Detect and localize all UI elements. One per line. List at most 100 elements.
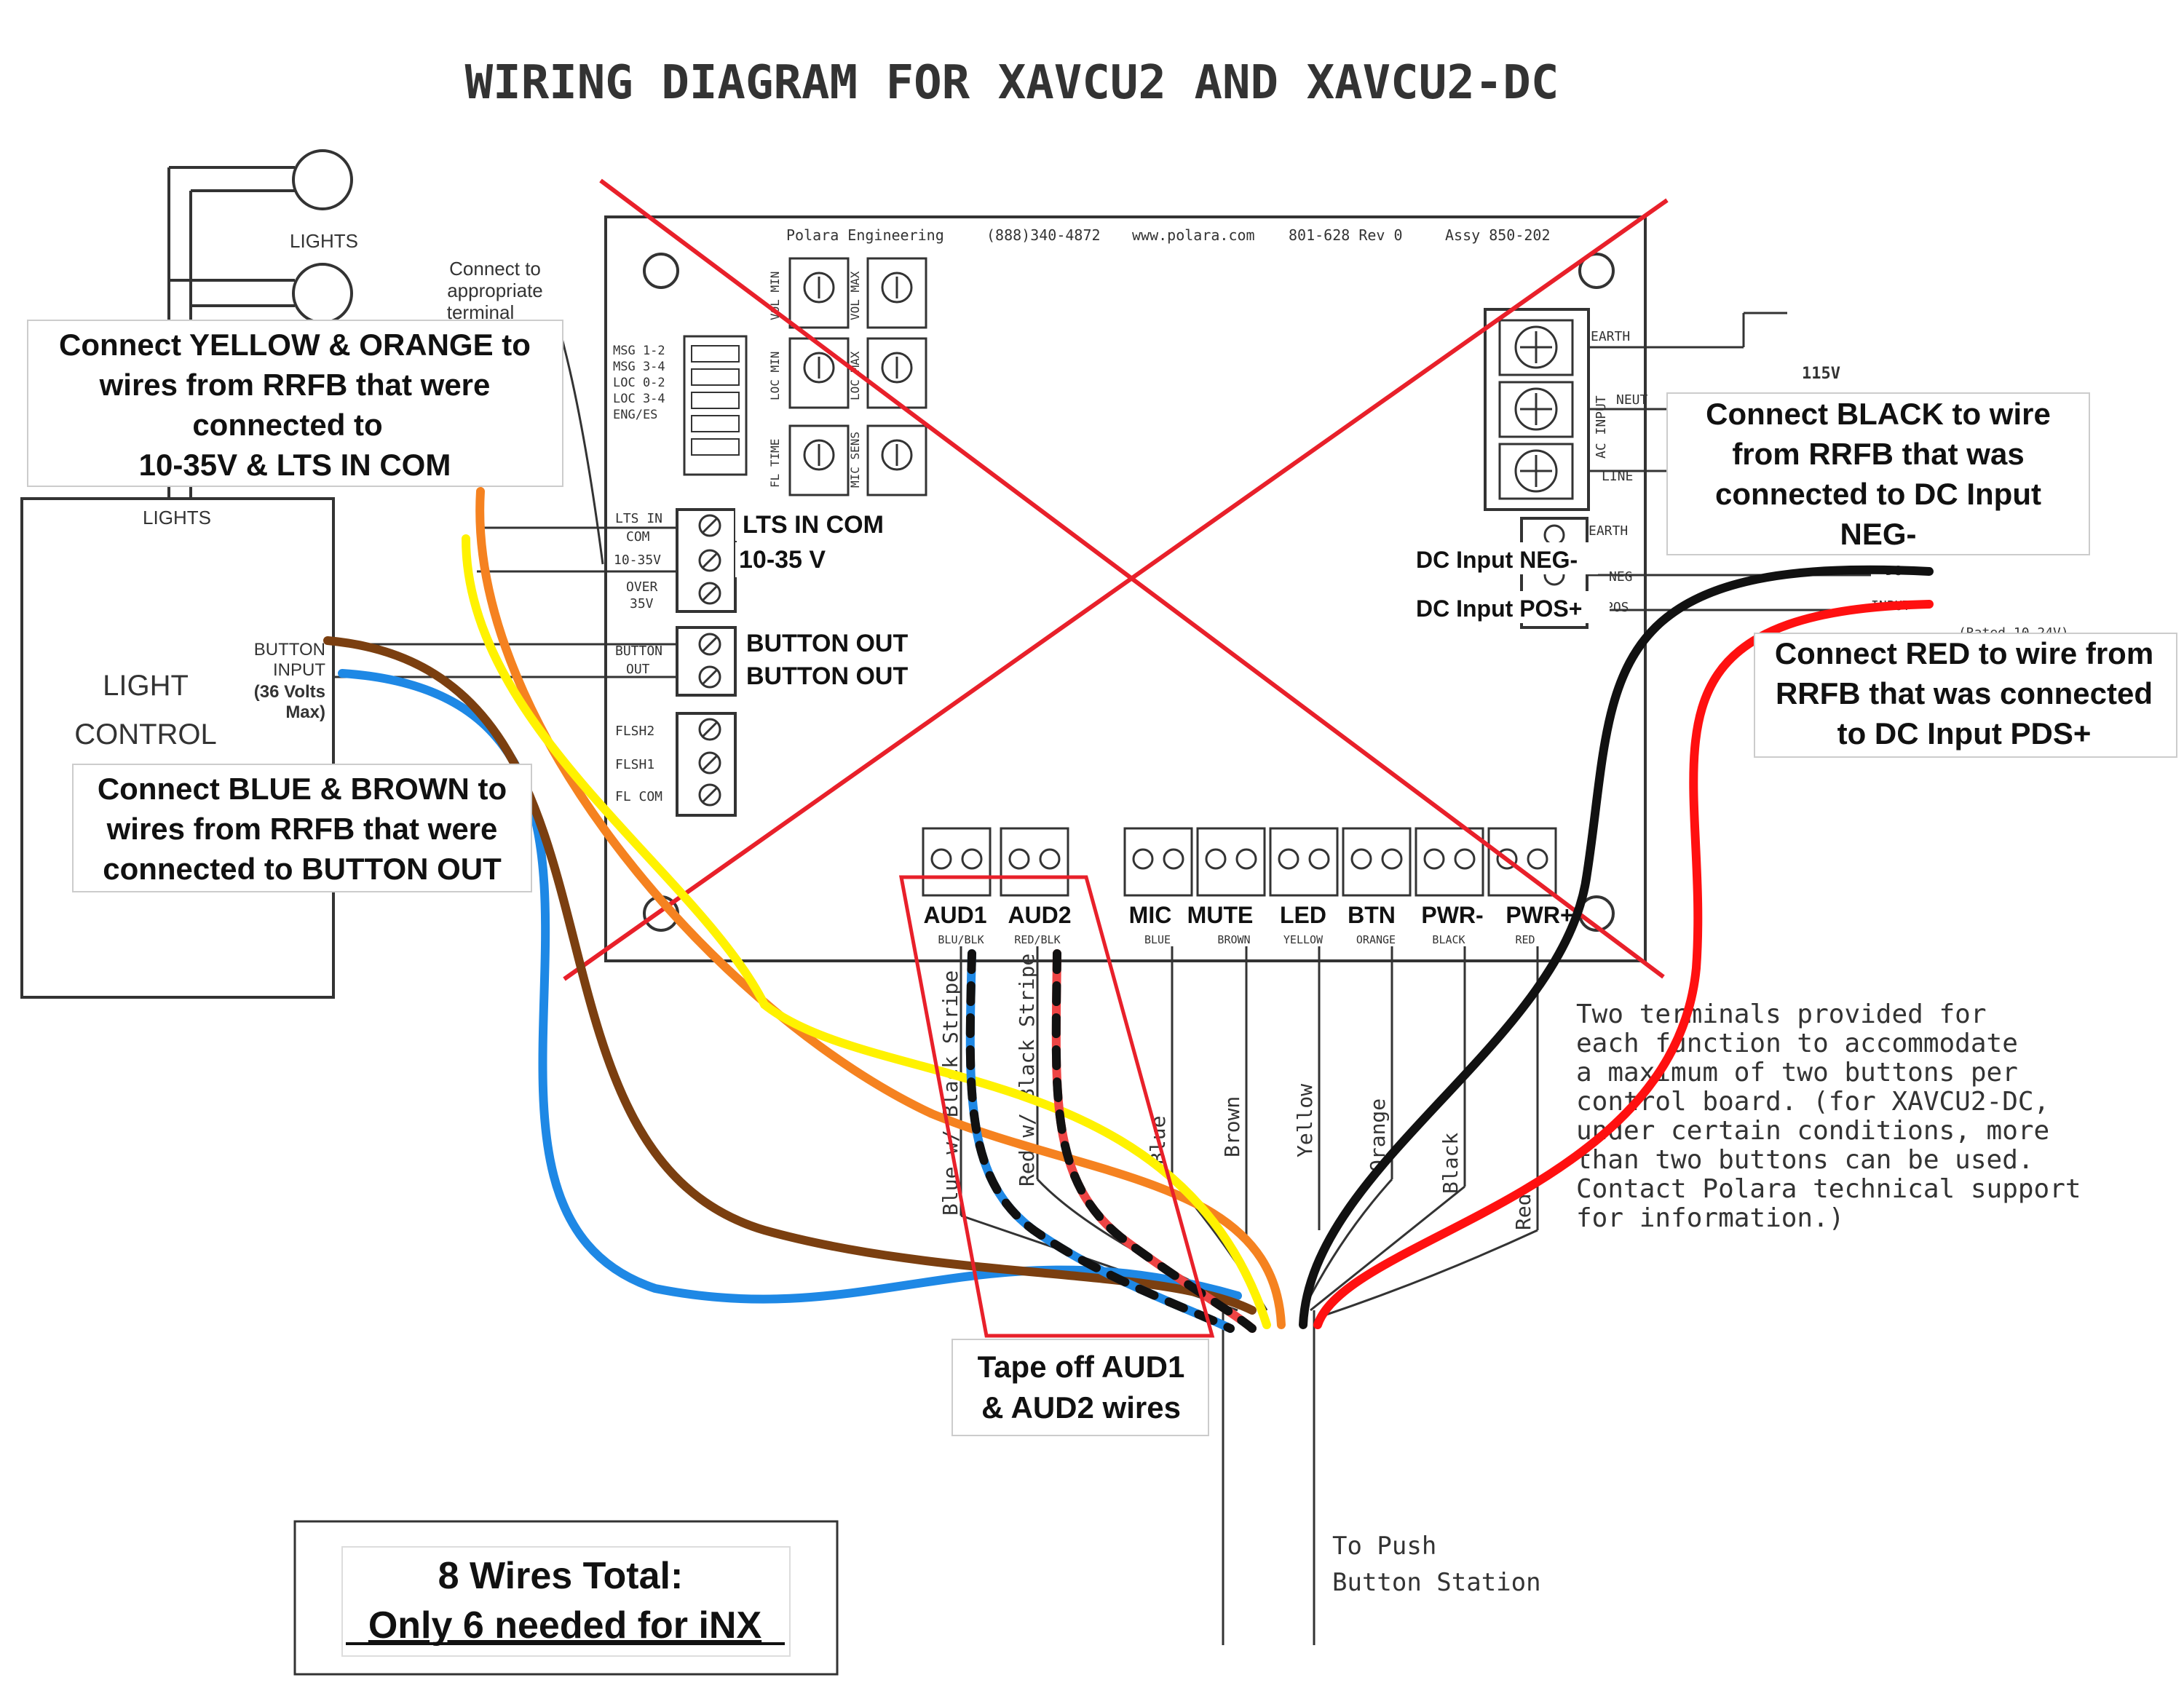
terminal-sublabel: BLUE	[1144, 933, 1171, 946]
callout-dc-pos: DC Input POS+	[1409, 591, 1610, 623]
terminal-sublabel: BROWN	[1217, 933, 1250, 946]
lights-label-box: LIGHTS	[143, 507, 211, 528]
terminal-btn	[1342, 827, 1412, 897]
terminal-sublabel: BLU/BLK	[938, 933, 984, 946]
terminal-label-mute: MUTE	[1187, 902, 1254, 928]
wire-black	[1299, 565, 1934, 1329]
terminal-sublabel: YELLOW	[1283, 933, 1324, 946]
callout-small: DC Input POS+	[1416, 595, 1582, 622]
button-input-line: (36 Volts	[254, 682, 325, 702]
terminal-sublabel: BLACK	[1432, 933, 1465, 946]
wire-orange	[475, 487, 1286, 1329]
terminal-label-aud2: AUD2	[1008, 902, 1071, 928]
callout-small: DC Input NEG-	[1416, 547, 1578, 573]
wire-aud1-black-stripe	[965, 949, 1235, 1333]
volt-label: 115V	[1802, 365, 1840, 383]
wire-label: Yellow	[1293, 1084, 1317, 1157]
terminal-label: BUTTON	[615, 643, 662, 659]
terminal-label: COM	[626, 529, 650, 544]
wire-yellow	[462, 534, 1271, 1329]
note-line: Two terminals provided for	[1576, 999, 1987, 1029]
total-line-1: 8 Wires Total:	[438, 1555, 684, 1597]
callout-red: Connect RED to wire from RRFB that was c…	[1754, 633, 2177, 758]
terminal-label-mic: MIC	[1129, 902, 1172, 928]
button-input-line: Max)	[285, 702, 325, 722]
button-input-line: INPUT	[273, 660, 325, 680]
pot-label: VOL MAX	[848, 271, 862, 320]
terminal-label: EARTH	[1591, 329, 1630, 344]
wire-brown	[323, 636, 1257, 1315]
terminal-sublabel: ORANGE	[1356, 933, 1396, 946]
terminal-label: FLSH1	[615, 757, 654, 772]
terminal-label: AC INPUT	[1594, 395, 1609, 459]
callout-small: BUTTON OUT	[746, 662, 908, 690]
note-line: each function to accommodate	[1576, 1029, 2018, 1058]
light-control-name-1: LIGHT	[103, 670, 189, 702]
callout-lts-in-com: LTS IN COM	[735, 506, 894, 541]
callout-line: RRFB that was connected	[1776, 676, 2153, 710]
terminal-mic	[1123, 827, 1193, 897]
connect-note-line: appropriate	[447, 280, 543, 301]
terminal-flash: FLSH2 FLSH1 FL COM	[615, 712, 737, 817]
two-terminals-note: Two terminals provided for each function…	[1576, 999, 2081, 1233]
wire-red	[1313, 600, 1934, 1329]
callout-small: 10-35 V	[739, 546, 826, 574]
callout-line: to DC Input PDS+	[1837, 716, 2092, 751]
bottom-terminal-labels: AUD1 AUD2 MIC MUTE LED BTN PWR- PWR+	[923, 902, 1573, 928]
terminal-label-btn: BTN	[1348, 902, 1396, 928]
callout-tape: Tape off AUD1 & AUD2 wires	[951, 1339, 1209, 1436]
dip-label: LOC 0-2	[613, 376, 665, 390]
callout-line: & AUD2 wires	[981, 1390, 1181, 1425]
note-line: Contact Polara technical support	[1576, 1174, 2081, 1204]
callout-blue-brown: Connect BLUE & BROWN to wires from RRFB …	[72, 764, 532, 892]
terminal-aud2	[1000, 827, 1069, 897]
note-line: under certain conditions, more	[1576, 1116, 2049, 1146]
push-station-label: To Push Button Station	[1332, 1532, 1541, 1597]
dip-label: LOC 3-4	[613, 392, 665, 406]
terminal-label: NEG	[1609, 569, 1633, 585]
board-header-item: www.polara.com	[1132, 226, 1255, 244]
pot	[788, 337, 850, 409]
terminal-sublabel: RED	[1515, 933, 1535, 946]
terminal-lts: LTS IN COM 10-35V OVER 35V	[614, 508, 737, 613]
callout-line: Connect BLACK to wire	[1706, 397, 2051, 431]
callout-yellow-orange: Connect YELLOW & ORANGE to wires from RR…	[27, 320, 563, 487]
mount-hole	[1578, 253, 1615, 289]
connect-note-leader	[555, 320, 604, 565]
board-header-item: 801-628 Rev 0	[1289, 226, 1403, 244]
total-wires-box: 8 Wires Total: Only 6 needed for iNX	[293, 1520, 839, 1676]
pot	[866, 337, 927, 409]
button-input-line: BUTTON	[254, 640, 325, 660]
note-line: than two buttons can be used.	[1576, 1145, 2034, 1175]
terminal-label: FL COM	[615, 789, 662, 804]
terminal-label-aud1: AUD1	[923, 902, 986, 928]
callout-line: Connect RED to wire from	[1775, 636, 2153, 670]
bottom-terminal-sublabels: BLU/BLK RED/BLK BLUE BROWN YELLOW ORANGE…	[938, 933, 1535, 946]
dip-switch: MSG 1-2 MSG 3-4 LOC 0-2 LOC 3-4 ENG/ES	[613, 335, 748, 476]
pot	[866, 257, 927, 329]
terminal-label: 10-35V	[614, 553, 661, 568]
callout-line: connected to DC Input	[1715, 477, 2041, 511]
callout-line: wires from RRFB that were	[106, 812, 498, 846]
callout-line: Connect BLUE & BROWN to	[98, 772, 507, 806]
callout-line: Connect YELLOW & ORANGE to	[59, 328, 531, 362]
terminal-label-led: LED	[1280, 902, 1326, 928]
button-input-label: BUTTON INPUT (36 Volts Max)	[254, 640, 326, 722]
wire-label: Brown	[1220, 1096, 1244, 1157]
callout-line: Tape off AUD1	[978, 1350, 1185, 1384]
board-header: Polara Engineering (888)340-4872 www.pol…	[786, 226, 1551, 244]
callout-small: LTS IN COM	[743, 511, 884, 539]
colored-wires	[323, 487, 1934, 1333]
push-station-line: To Push	[1332, 1532, 1436, 1561]
connect-note: Connect to appropriate terminal	[447, 258, 543, 323]
terminal-label: LINE	[1602, 469, 1633, 484]
callout-line: NEG-	[1840, 517, 1917, 551]
callout-black: Connect BLACK to wire from RRFB that was…	[1666, 392, 2090, 555]
terminal-pwr-pos	[1487, 827, 1557, 897]
terminal-label: 35V	[630, 596, 654, 611]
dip-label: MSG 1-2	[613, 344, 665, 358]
wire-aud2-black-stripe	[1051, 949, 1257, 1333]
wire-label: Black	[1439, 1133, 1463, 1194]
terminal-led	[1269, 827, 1339, 897]
callout-dc-neg: DC Input NEG-	[1409, 542, 1598, 574]
